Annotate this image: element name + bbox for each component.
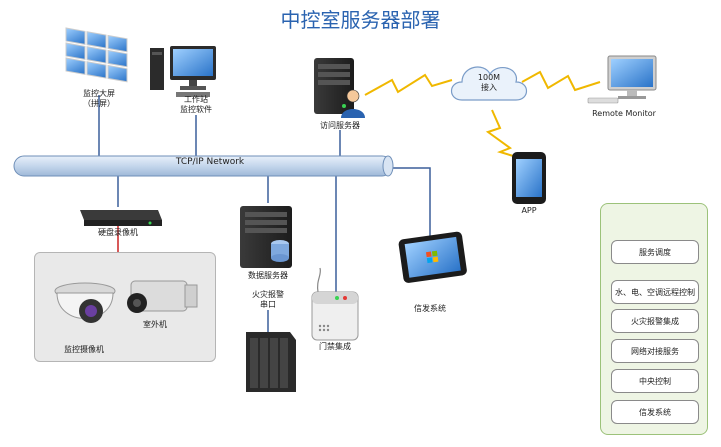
cloud-label: 100M 接入: [468, 73, 510, 93]
service-item: 服务调度: [611, 240, 699, 264]
fire-alarm-label-line1: 火灾报警: [252, 290, 284, 299]
link-signage: [390, 167, 431, 242]
wireless-server-cloud: [364, 73, 453, 96]
link-door-cable: [316, 267, 322, 293]
wireless-cloud-monitor: [521, 70, 601, 92]
smartphone-icon: [512, 152, 546, 204]
user-icon: [341, 89, 365, 118]
service-item: 水、电、空调远程控制: [611, 280, 699, 304]
server-tower-icon: [314, 58, 354, 114]
service-item: 网络对接服务: [611, 339, 699, 363]
camera-outdoor-label: 室外机: [143, 320, 167, 329]
camera-dome-label: 监控摄像机: [64, 345, 104, 354]
video-wall-label-line1: 监控大屏: [83, 89, 115, 98]
remote-monitor-label: Remote Monitor: [592, 109, 656, 118]
service-item: 中央控制: [611, 369, 699, 393]
wireless-cloud-app: [485, 109, 521, 159]
video-wall-label: 监控大屏 （拼屏）: [72, 89, 126, 109]
video-wall-label-line2: （拼屏）: [83, 99, 115, 108]
access-server-label: 访问服务器: [320, 121, 360, 130]
network-label: TCP/IP Network: [175, 157, 245, 167]
cloud-label-line2: 接入: [481, 83, 497, 92]
door-access-icon: [311, 291, 359, 341]
service-item: 信发系统: [611, 400, 699, 424]
tablet-icon: [398, 231, 467, 283]
wireless-links: [364, 70, 601, 159]
access-control-label: 门禁集成: [319, 342, 351, 351]
tcpip-backbone: [13, 155, 394, 177]
service-item: 火灾报警集成: [611, 309, 699, 333]
dvr-label: 硬盘录像机: [98, 228, 138, 237]
camera-group: [34, 252, 216, 362]
workstation-label-line2: 监控软件: [180, 105, 212, 114]
cloud-icon: [450, 66, 528, 101]
data-server-label: 数据服务器: [248, 271, 288, 280]
app-label: APP: [521, 206, 537, 215]
fire-alarm-label-line2: 串口: [260, 300, 276, 309]
server-rack-icon: [246, 332, 296, 392]
diagram-title: 中控室服务器部署: [280, 8, 441, 32]
camera-icon: [54, 280, 198, 323]
services-panel: 服务调度 水、电、空调远程控制 火灾报警集成 网络对接服务 中央控制 信发系统: [600, 203, 708, 435]
video-wall-icon: [65, 27, 128, 83]
workstation-label-line1: 工作站: [184, 95, 208, 104]
network-links: [94, 95, 431, 332]
signage-label: 信发系统: [414, 304, 446, 313]
desktop-computer-icon: [150, 46, 216, 97]
cloud-label-line1: 100M: [477, 73, 501, 82]
server-tower-icon: [240, 206, 292, 268]
monitor-icon: [587, 55, 657, 104]
fire-alarm-label: 火灾报警 串口: [244, 290, 292, 310]
workstation-label: 工作站 监控软件: [166, 95, 226, 115]
dvr-icon: [80, 210, 162, 226]
